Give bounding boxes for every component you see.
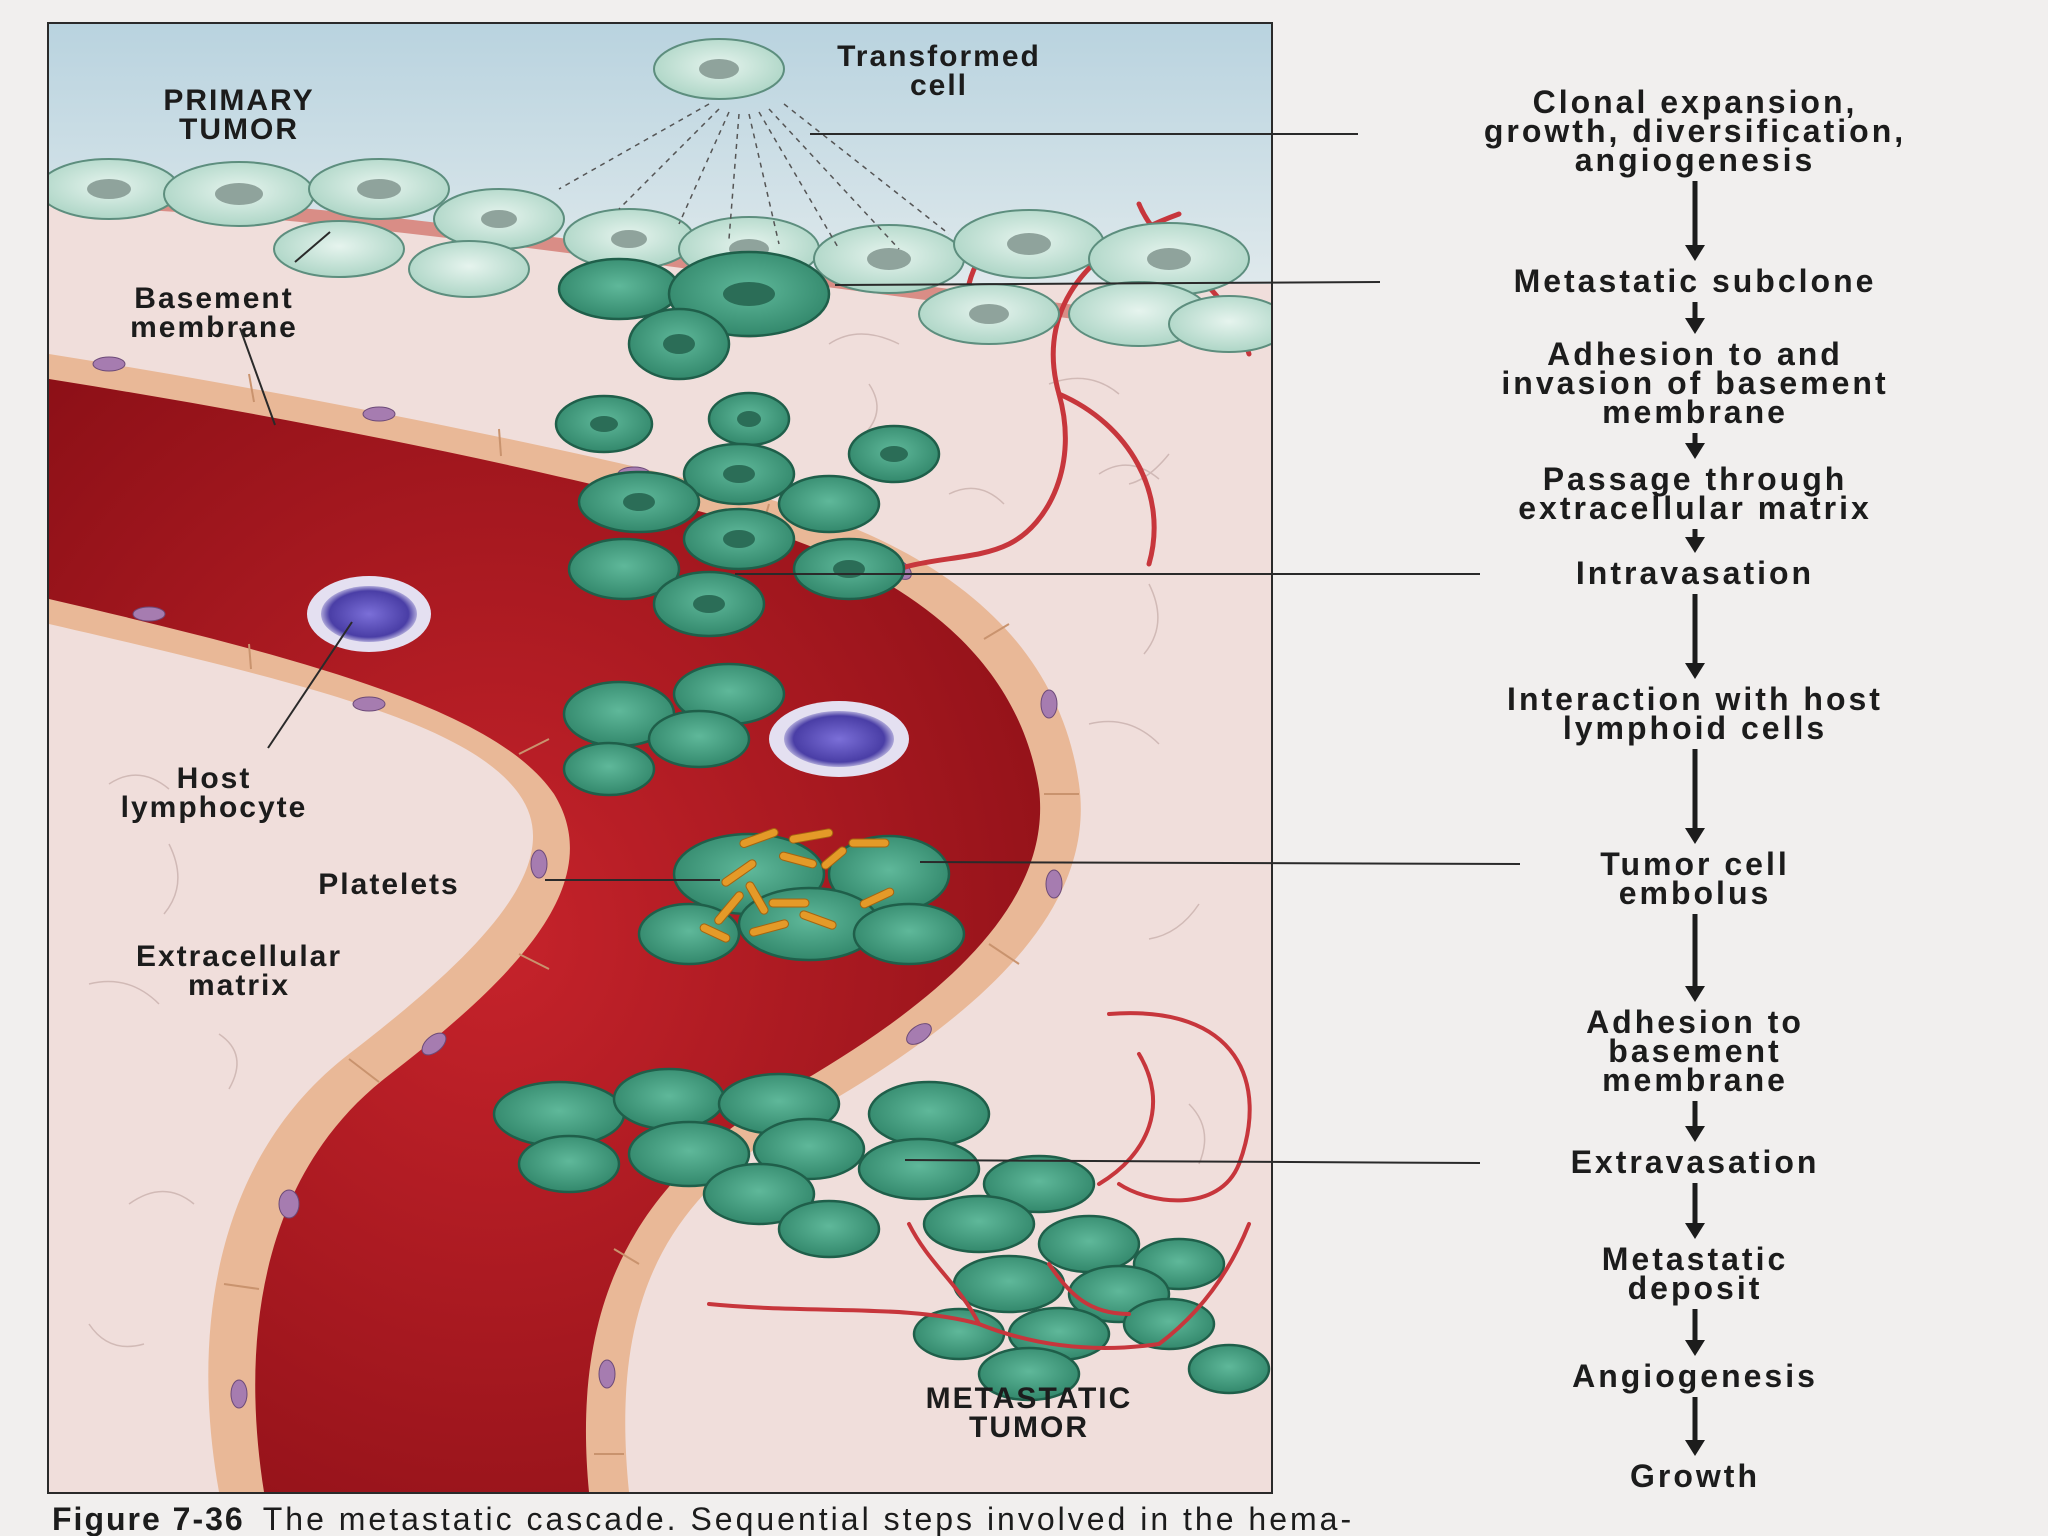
down-arrow-icon [1685,1183,1705,1239]
down-arrow-icon [1685,1309,1705,1356]
subclone-nuclei [590,282,908,613]
down-arrow-icon [1685,749,1705,844]
tumor-cluster-with-lymphocyte [562,662,909,797]
label-primary-tumor: PRIMARY TUMOR [163,84,315,146]
step-angiogenesis: Angiogenesis [1572,1358,1818,1394]
step-extravasation: Extravasation [1570,1144,1820,1180]
step-passage-ecm: Passage through extracellular matrix [1518,461,1872,526]
label-metastatic-tumor: METASTATIC TUMOR [925,1382,1133,1444]
label-host-lymphocyte: Host lymphocyte [120,762,308,824]
platelets-cluster [699,828,895,943]
step-intravasation: Intravasation [1575,555,1815,591]
step-interaction-lymphoid: Interaction with host lymphoid cells [1507,681,1883,746]
step-tumor-cell-embolus: Tumor cell embolus [1600,846,1790,911]
down-arrow-icon [1685,1397,1705,1456]
figure-number: Figure 7-36 [52,1503,245,1536]
step-growth: Growth [1630,1458,1760,1494]
down-arrow-icon [1685,181,1705,261]
lower-capillaries [707,1011,1252,1350]
label-extracellular-matrix: Extracellular matrix [135,940,343,1002]
caption-text: The metastatic cascade. Sequential steps… [262,1503,1355,1536]
down-arrow-icon [1685,302,1705,334]
step-metastatic-subclone: Metastatic subclone [1513,263,1877,299]
down-arrow-icon [1685,1101,1705,1142]
wall-junctions [223,373,1079,1455]
step-clonal-expansion: Clonal expansion, growth, diversificatio… [1483,84,1907,178]
step-adhesion-basement: Adhesion to basement membrane [1586,1004,1804,1098]
label-transformed-cell: Transformed cell [837,40,1041,102]
transformed-cell [558,38,950,250]
figure-caption: Figure 7-36 The metastatic cascade. Seque… [52,1503,2042,1536]
step-metastatic-deposit: Metastatic deposit [1601,1241,1789,1306]
down-arrow-icon [1685,433,1705,459]
extravasating-cells [492,1067,1096,1259]
down-arrow-icon [1685,529,1705,553]
down-arrow-icon [1685,914,1705,1002]
label-platelets: Platelets [318,868,460,901]
step-adhesion-invasion: Adhesion to and invasion of basement mem… [1501,336,1889,430]
tumor-cell-embolus [637,828,966,966]
down-arrow-icon [1685,594,1705,679]
